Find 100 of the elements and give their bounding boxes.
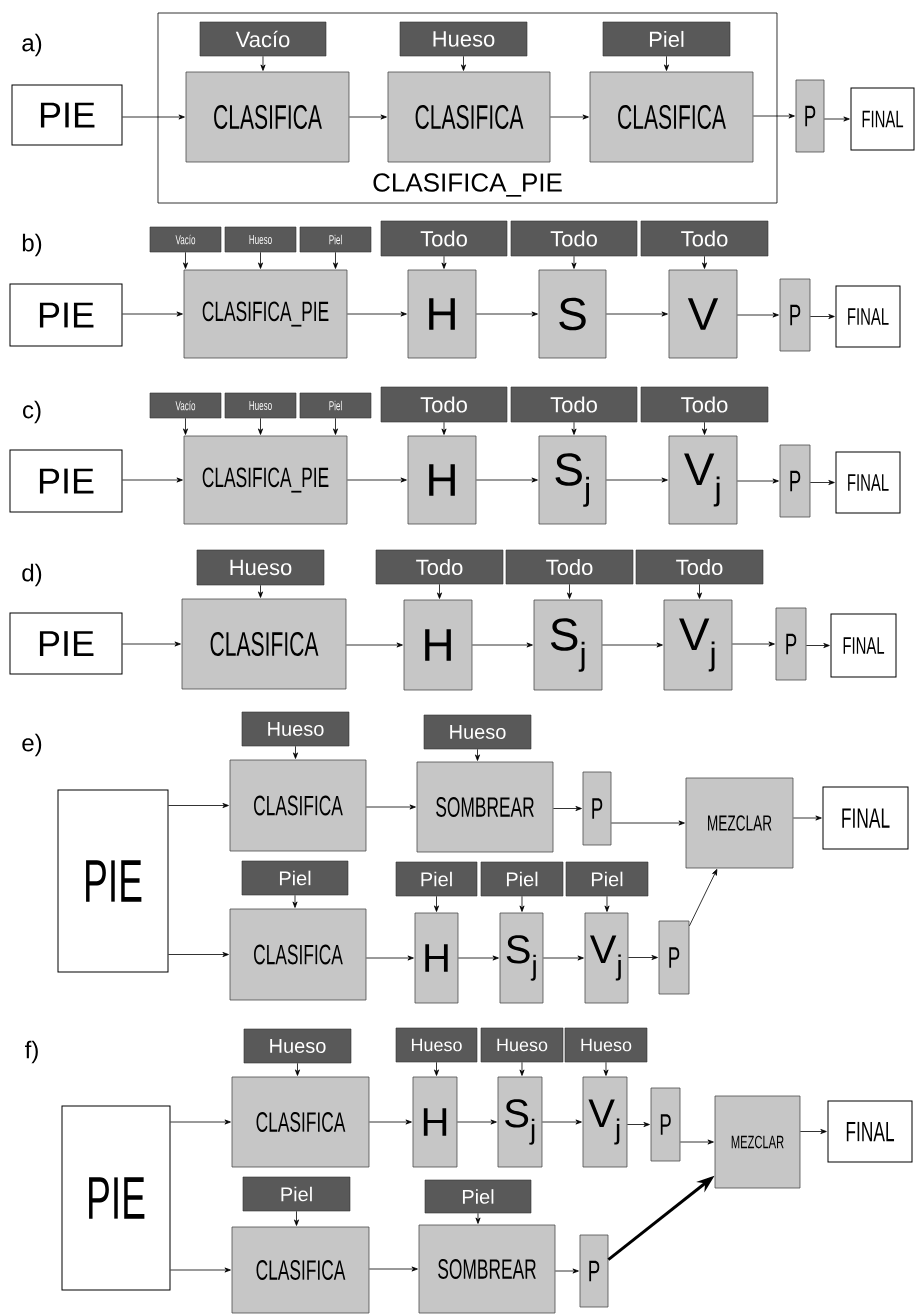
arrow	[441, 421, 447, 435]
arrow	[346, 642, 403, 648]
process-box: P	[579, 1234, 609, 1308]
arrow	[441, 255, 447, 269]
arrow	[571, 421, 577, 435]
process-box: CLASIFICA	[229, 759, 367, 852]
parameter-tab: Hueso	[395, 1027, 478, 1063]
arrow	[168, 952, 229, 957]
terminal-box: FINAL	[822, 786, 909, 850]
arrow	[122, 641, 181, 647]
process-box: CLASIFICA_PIE	[183, 269, 348, 359]
process-box: V	[668, 269, 738, 359]
parameter-tab: Piel	[241, 860, 349, 896]
process-box: S$_{j}$	[499, 912, 544, 1004]
arrow	[806, 643, 830, 648]
arrow	[606, 477, 668, 483]
arrow	[349, 114, 387, 120]
parameter-tab: Hueso	[224, 226, 297, 253]
arrow	[571, 255, 577, 269]
arrow	[475, 748, 480, 761]
process-box: P	[779, 278, 811, 352]
arrow	[333, 251, 338, 269]
process-box: CLASIFICA	[181, 598, 347, 690]
arrow	[606, 311, 668, 317]
arrow	[810, 314, 835, 319]
parameter-tab: Todo	[380, 386, 508, 423]
arrow	[627, 1122, 650, 1127]
panel-label: f)	[25, 1040, 38, 1064]
parameter-tab: Piel	[395, 861, 478, 897]
parameter-tab: Todo	[510, 386, 638, 423]
process-box: S$_{j}$	[533, 599, 603, 691]
process-box: P	[779, 444, 811, 518]
arrow	[437, 583, 442, 599]
arrow	[183, 417, 188, 435]
terminal-box: FINAL	[850, 87, 915, 151]
process-box: CLASIFICA	[229, 908, 367, 1001]
arrow	[122, 477, 183, 483]
terminal-box: PIE	[57, 789, 169, 973]
arrow	[697, 583, 702, 599]
arrow	[737, 312, 779, 318]
process-box: SOMBREAR	[418, 1224, 556, 1314]
arrow	[366, 804, 416, 810]
arrow	[472, 642, 533, 648]
parameter-tab: Hueso	[196, 549, 325, 586]
arrow	[122, 114, 185, 120]
parameter-tab: Hueso	[241, 711, 350, 747]
process-box: H	[403, 599, 473, 691]
process-box: P	[658, 920, 690, 995]
parameter-tab: Vacío	[149, 226, 222, 253]
process-box: H	[407, 269, 477, 359]
parameter-tab: Hueso	[480, 1027, 564, 1063]
process-box: H	[414, 912, 459, 1004]
process-box: MEZCLAR	[685, 777, 794, 869]
arrow	[793, 815, 822, 821]
parameter-tab: Hueso	[423, 714, 532, 750]
process-box: V$_{j}$	[582, 1076, 628, 1168]
panel-label: c)	[23, 400, 41, 424]
parameter-tab: Piel	[565, 861, 649, 897]
parameter-tab: Hueso	[399, 21, 528, 57]
arrow	[170, 1119, 231, 1125]
parameter-tab: Todo	[380, 220, 508, 257]
process-box: S$_{j}$	[538, 435, 607, 525]
arrow	[292, 894, 298, 908]
panel-label: d)	[22, 563, 42, 587]
arrow	[366, 955, 414, 961]
process-box: V$_{j}$	[584, 912, 629, 1004]
parameter-tab: Todo	[640, 386, 769, 423]
arrow	[457, 1119, 497, 1125]
arrow	[347, 477, 407, 483]
terminal-box: PIE	[9, 283, 123, 347]
arrow	[680, 1139, 714, 1145]
arrow	[604, 895, 610, 912]
arrow	[689, 869, 718, 927]
arrow	[753, 113, 795, 119]
arrow	[347, 311, 407, 317]
arrow	[293, 745, 298, 759]
parameter-tab: Todo	[640, 220, 769, 257]
parameter-tab: Piel	[299, 392, 372, 419]
process-box: V$_{j}$	[668, 435, 738, 525]
arrow	[458, 955, 499, 961]
arrow	[519, 1061, 525, 1076]
process-box: P	[775, 607, 807, 681]
arrow	[628, 955, 658, 960]
parameter-tab: Vacío	[149, 392, 222, 419]
arrow	[567, 583, 572, 599]
process-box: CLASIFICA	[387, 71, 551, 163]
arrow	[168, 803, 229, 808]
process-box: CLASIFICA	[185, 71, 350, 163]
panel-label: b)	[22, 233, 42, 257]
arrow	[737, 478, 779, 484]
arrow	[702, 421, 707, 435]
process-box: H	[407, 435, 477, 525]
arrow	[258, 417, 263, 435]
arrow	[542, 1119, 582, 1125]
arrow	[260, 55, 266, 71]
process-box: P	[650, 1087, 681, 1162]
process-box: S	[538, 269, 607, 359]
process-box: P	[795, 79, 825, 153]
arrow	[611, 820, 685, 826]
process-box: MEZCLAR	[714, 1095, 801, 1189]
